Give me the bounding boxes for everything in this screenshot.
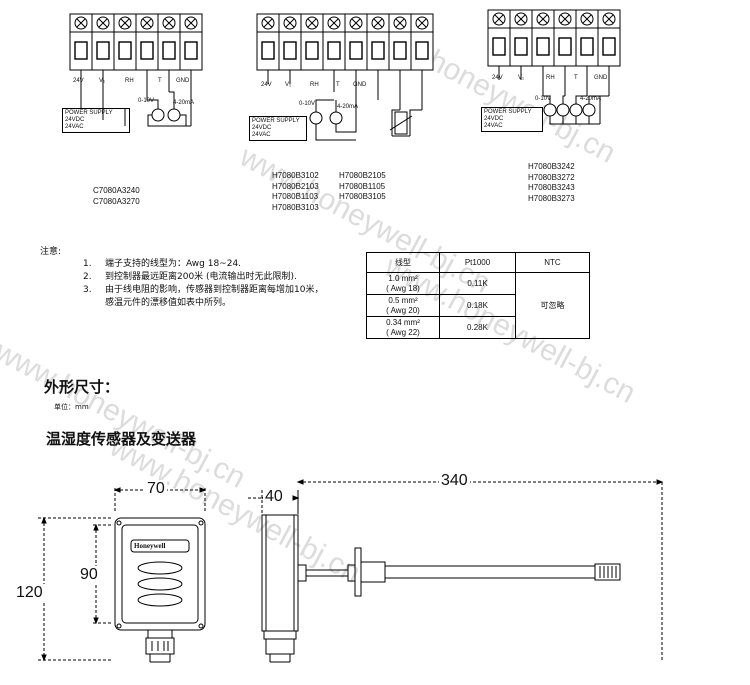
power-supply-dc: 24VDC [484,116,504,122]
power-supply-ac: 24VAC [252,132,271,138]
note-item: 2. 到控制器最远距离200米 (电流输出时无此限制). [83,271,297,283]
model-list-b-1: H7080B3102 H7080B2103 H7080B1103 H7080B3… [272,171,319,213]
inner-height-dimension: 90 [78,566,100,584]
wire-size: 0.5 mm² [388,295,418,305]
table-header-row: 线型 Pt1000 NTC [366,252,590,273]
model-number: H7080B3273 [528,193,575,203]
table-row: 0.5 mm²( Awg 20) 0.18K [366,294,590,317]
terminal-label: RH [546,75,555,81]
model-list-b-2: H7080B2105 H7080B1105 H7080B3105 [339,171,386,203]
note-text: 由于线电阻的影响，传感器到控制器距离每增加10米， [105,285,324,295]
note-item: 1. 端子支持的线型为：Awg 18~24. [83,258,241,270]
wire-size: 0.34 mm² [386,317,420,327]
model-list-c: H7080B3242 H7080B3272 H7080B3243 H7080B3… [528,162,575,204]
power-supply-dc: 24VDC [65,117,85,123]
terminal-block-b [256,13,434,141]
note-number: 3. [83,285,92,295]
meter-range-label: 0-10V [535,96,552,102]
front-view [38,487,207,663]
table-row: 0.34 mm²( Awg 22) 0.28K [366,316,590,339]
meter-range-label: 4-20mA [580,96,602,102]
probe-length-dimension: 340 [439,472,470,490]
terminal-label: GND [176,78,190,84]
terminal-block-a [69,13,203,127]
note-number: 2. [83,272,92,282]
terminal-label: 24V [261,82,272,88]
note-text: 感温元件的漂移值如表中所列。 [105,298,232,308]
wire-type-cell: 0.5 mm²( Awg 20) [366,294,440,317]
depth-dimension: 40 [263,488,285,506]
meter-range-label: 4-20mA [173,100,195,106]
note-text: 端子支持的线型为：Awg 18~24. [105,259,242,269]
model-number: C7080A3270 [93,196,140,206]
model-number: H7080B3242 [528,162,575,171]
pt1000-cell: 0.18K [439,294,516,317]
brand-logo: Honeywell [134,542,166,550]
model-number: H7080B3103 [272,202,319,212]
pt1000-cell: 0.11K [439,272,516,295]
terminal-label: 24V [73,78,84,84]
model-number: H7080B2105 [339,171,386,180]
terminal-label: GND [353,82,367,88]
power-supply-box: POWER SUPPLY 24VDC 24VAC [481,107,543,132]
meter-range-label: 0-10V [299,101,316,107]
ntc-cell: 可忽略 [515,272,590,339]
power-supply-label: POWER SUPPLY [252,118,300,124]
wire-awg: ( Awg 22) [386,327,420,337]
note-item: 3. 由于线电阻的影响，传感器到控制器距离每增加10米， [83,284,323,296]
terminal-label: T [336,82,340,88]
power-supply-box: POWER SUPPLY 24VDC 24VAC [62,108,130,133]
wire-size: 1.0 mm² [388,273,418,283]
wire-drift-table: 线型 Pt1000 NTC 1.0 mm²( Awg 18) 0.11K 可忽略… [366,252,590,339]
notes-title: 注意: [40,247,62,257]
wire-type-cell: 0.34 mm²( Awg 22) [366,316,440,339]
terminal-label: T [574,75,578,81]
terminal-label: RH [310,82,319,88]
note-item: 感温元件的漂移值如表中所列。 [83,297,231,309]
terminal-label: T [158,78,162,84]
note-text: 到控制器最远距离200米 (电流输出时无此限制). [105,272,297,282]
power-supply-box: POWER SUPPLY 24VDC 24VAC [249,116,307,141]
model-number: H7080B3272 [528,172,575,182]
column-header: NTC [515,252,590,273]
meter-range-label: 4-20mA [337,104,359,110]
model-number: H7080B1105 [339,181,386,191]
section-title: 外形尺寸： [44,378,120,396]
note-number: 1. [83,259,92,269]
model-list-a: C7080A3240 C7080A3270 [93,186,140,207]
pt1000-cell: 0.28K [439,316,516,339]
power-supply-dc: 24VDC [252,125,272,131]
table-row: 1.0 mm²( Awg 18) 0.11K 可忽略 [366,272,590,339]
model-number: H7080B3105 [339,192,386,201]
terminal-label: GND [594,75,608,81]
terminal-label: 24V [492,75,503,81]
terminal-label: V₁ [285,82,292,88]
power-supply-label: POWER SUPPLY [65,110,113,116]
product-title: 温湿度传感器及变送器 [46,430,197,448]
model-number: H7080B2103 [272,181,319,191]
width-dimension: 70 [145,480,167,498]
wire-awg: ( Awg 18) [386,283,420,293]
wire-awg: ( Awg 20) [386,305,420,315]
model-number: H7080B3243 [528,183,575,192]
terminal-block-c [487,9,621,125]
model-number: C7080A3240 [93,186,140,195]
terminal-label: V₁ [99,78,106,84]
terminal-label: RH [125,78,134,84]
column-header: 线型 [366,252,440,273]
column-header: Pt1000 [439,252,516,273]
meter-range-label: 0-10V [138,98,155,104]
power-supply-label: POWER SUPPLY [484,109,532,115]
power-supply-ac: 24VAC [484,123,503,129]
side-view [248,479,664,663]
unit-label: 单位：mm [54,403,89,411]
model-number: H7080B1103 [272,192,319,201]
wire-type-cell: 1.0 mm²( Awg 18) [366,272,440,295]
power-supply-ac: 24VAC [65,124,84,130]
height-dimension: 120 [14,584,45,602]
model-number: H7080B3102 [272,171,319,180]
